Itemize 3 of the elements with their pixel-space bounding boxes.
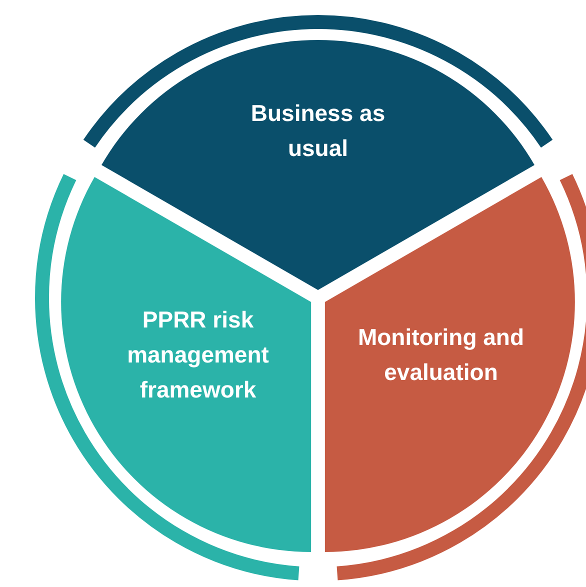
sector-label: Monitoring and evaluation: [356, 323, 526, 387]
sector-label: PPRR risk management framework: [126, 306, 270, 404]
sector-label: Business as usual: [250, 99, 386, 163]
